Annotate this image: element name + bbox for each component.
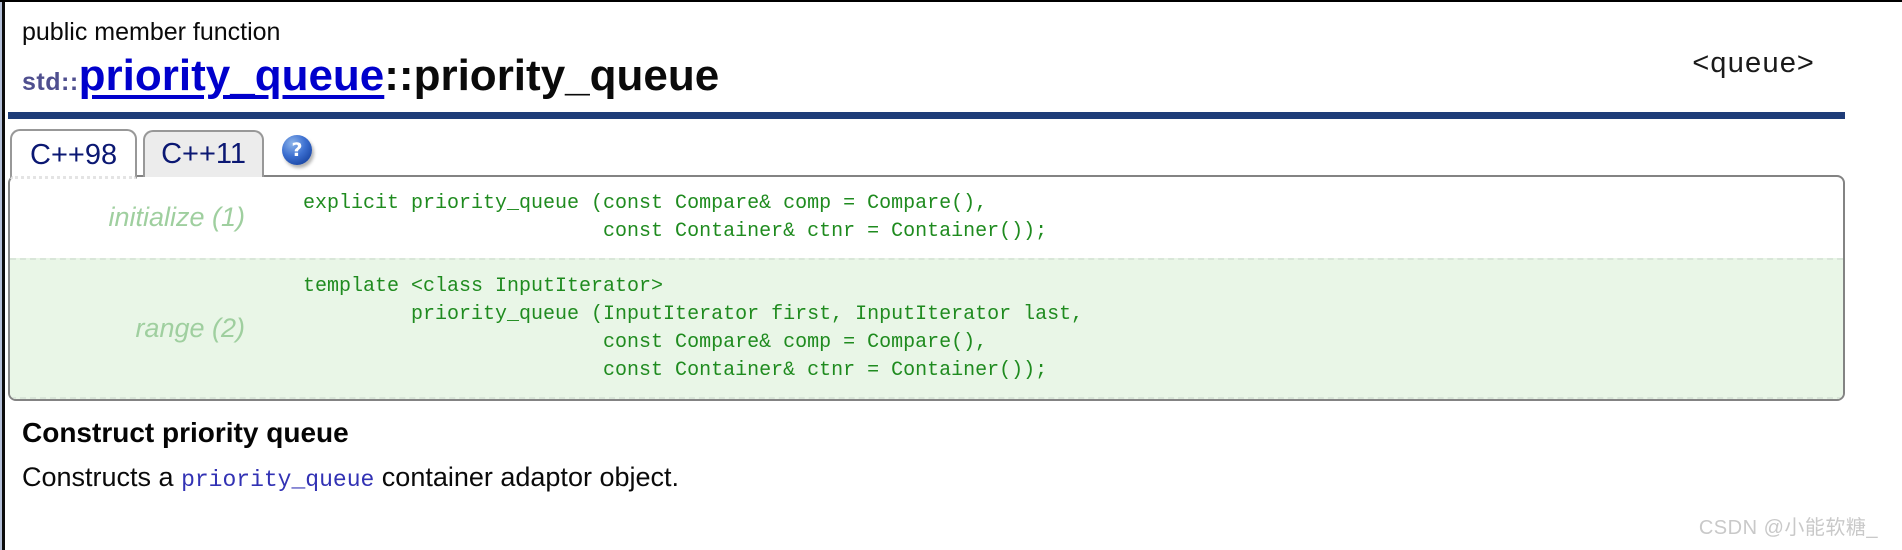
left-edge-strip bbox=[0, 2, 2, 550]
page-title: std::priority_queue::priority_queue bbox=[22, 51, 1902, 102]
section-description: Constructs a priority_queue container ad… bbox=[22, 462, 1902, 493]
overload-row-range: range (2) template <class InputIterator>… bbox=[10, 257, 1843, 399]
description-prefix: Constructs a bbox=[22, 461, 182, 492]
overload-row-initialize: initialize (1) explicit priority_queue (… bbox=[10, 177, 1843, 258]
overload-label: initialize (1) bbox=[108, 201, 245, 232]
title-divider-rule bbox=[8, 111, 1845, 119]
left-edge-line bbox=[2, 2, 5, 550]
help-icon[interactable]: ? bbox=[282, 134, 312, 165]
standard-version-tabs: C++98 C++11 ? bbox=[10, 121, 1902, 179]
inline-code-priority-queue-link[interactable]: priority_queue bbox=[181, 466, 375, 493]
title-member-name: ::priority_queue bbox=[384, 51, 720, 100]
priority-queue-class-link[interactable]: priority_queue bbox=[78, 51, 385, 100]
overload-label: range (2) bbox=[135, 312, 245, 343]
section-heading: Construct priority queue bbox=[22, 416, 349, 448]
csdn-watermark: CSDN @小能软糖_ bbox=[1698, 517, 1878, 539]
code-snippet: template <class InputIterator> priority_… bbox=[303, 274, 1084, 382]
tab-cpp98[interactable]: C++98 bbox=[10, 128, 138, 179]
code-snippet: explicit priority_queue (const Compare& … bbox=[303, 191, 1048, 243]
member-kind-label: public member function bbox=[22, 18, 281, 46]
declaration-box: initialize (1) explicit priority_queue (… bbox=[8, 174, 1845, 401]
title-namespace: std:: bbox=[22, 68, 79, 96]
description-suffix: container adaptor object. bbox=[374, 461, 679, 492]
header-file-link[interactable]: <queue> bbox=[1692, 48, 1814, 81]
tab-cpp11[interactable]: C++11 bbox=[143, 129, 264, 177]
